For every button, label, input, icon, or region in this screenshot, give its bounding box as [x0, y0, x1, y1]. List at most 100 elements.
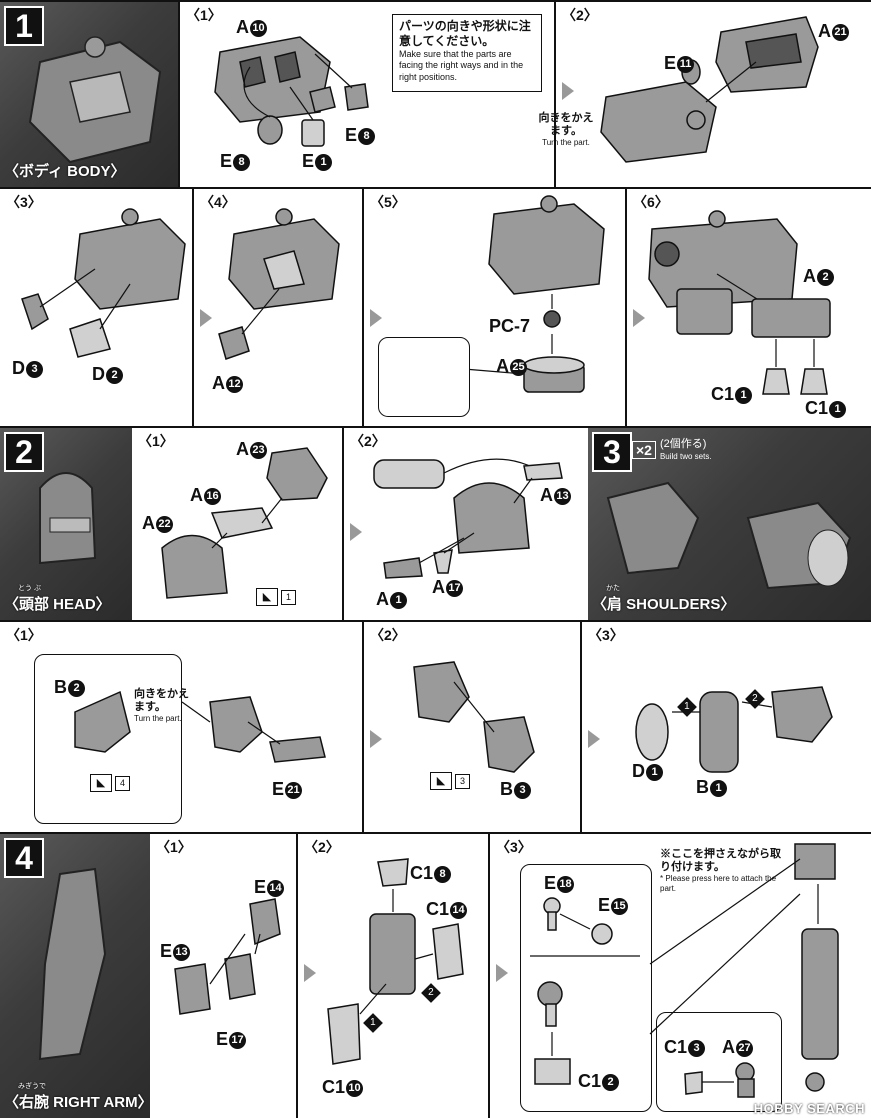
step-label: 〈2〉	[370, 627, 406, 643]
order-marker-2: 2	[745, 688, 765, 709]
watermark: HOBBY SEARCH	[753, 1101, 865, 1116]
section-number: 3	[592, 432, 632, 472]
right-arm-step-3-diagram	[530, 843, 839, 1098]
detail-bubble-2	[656, 1012, 782, 1112]
step-label: 〈3〉	[588, 627, 624, 643]
step-label: 〈2〉	[350, 433, 386, 449]
body-photo: 1 〈ボディ BODY〉	[0, 2, 178, 187]
marking-ref: ◣1	[256, 588, 296, 606]
step-label: 〈1〉	[6, 627, 42, 643]
right-arm-photo: 4 みぎうで〈右腕 RIGHT ARM〉	[0, 834, 153, 1118]
step-label: 〈1〉	[186, 7, 222, 23]
body-step-2-diagram	[600, 16, 819, 163]
marking-ref: ◣4	[90, 774, 130, 792]
head-photo-render	[39, 472, 97, 565]
right-arm-step-2-diagram	[327, 858, 464, 1065]
turn-part-note: 向きをかえます。 Turn the part.	[538, 112, 594, 148]
section-number: 1	[4, 6, 44, 46]
body-step-4-diagram	[218, 208, 340, 360]
decal-icon: ◣	[256, 588, 278, 606]
shoulders-photo: 3 ×2 (2個作る)Build two sets. かた〈肩 SHOULDER…	[588, 428, 871, 620]
flow-arrow	[633, 309, 645, 327]
step-label: 〈1〉	[138, 433, 174, 449]
section-number: 4	[4, 838, 44, 878]
flow-arrow	[562, 82, 574, 100]
press-here-note: ※ここを押さえながら取り付けます。 * Please press here to…	[660, 848, 781, 893]
step-label: 〈3〉	[6, 194, 42, 210]
head-step-2-diagram	[373, 458, 563, 579]
section-caption: 〈ボディ BODY〉	[4, 163, 126, 180]
flow-arrow	[370, 309, 382, 327]
step-label: 〈5〉	[370, 194, 406, 210]
shoulders-step-2-diagram	[413, 661, 535, 773]
section-caption: みぎうで〈右腕 RIGHT ARM〉	[4, 1083, 153, 1111]
body-step-1-diagram	[214, 36, 369, 147]
order-marker-1: 1	[677, 696, 697, 717]
flow-arrow	[200, 309, 212, 327]
body-step-6-diagram	[648, 210, 831, 395]
part-label-pc7: PC-7	[489, 316, 531, 336]
flow-arrow	[496, 964, 508, 982]
right-arm-step-1-diagram	[174, 898, 281, 1015]
flow-arrow	[350, 523, 362, 541]
step-label: 〈1〉	[156, 839, 192, 855]
head-photo: 2 とう ぶ〈頭部 HEAD〉	[0, 428, 132, 620]
step-label: 〈2〉	[562, 7, 598, 23]
flow-arrow	[370, 730, 382, 748]
section-caption: かた〈肩 SHOULDERS〉	[592, 585, 736, 613]
flow-arrow	[304, 964, 316, 982]
section-caption: とう ぶ〈頭部 HEAD〉	[4, 585, 111, 613]
head-step-1-diagram	[161, 447, 328, 599]
step-label: 〈2〉	[304, 839, 340, 855]
body-photo-render	[28, 36, 162, 164]
build-two-sets: ×2 (2個作る)Build two sets.	[632, 438, 712, 462]
decal-icon: ◣	[430, 772, 452, 790]
right-arm-step-3: 〈3〉	[488, 834, 871, 1118]
order-marker-1: 1	[363, 1012, 383, 1033]
